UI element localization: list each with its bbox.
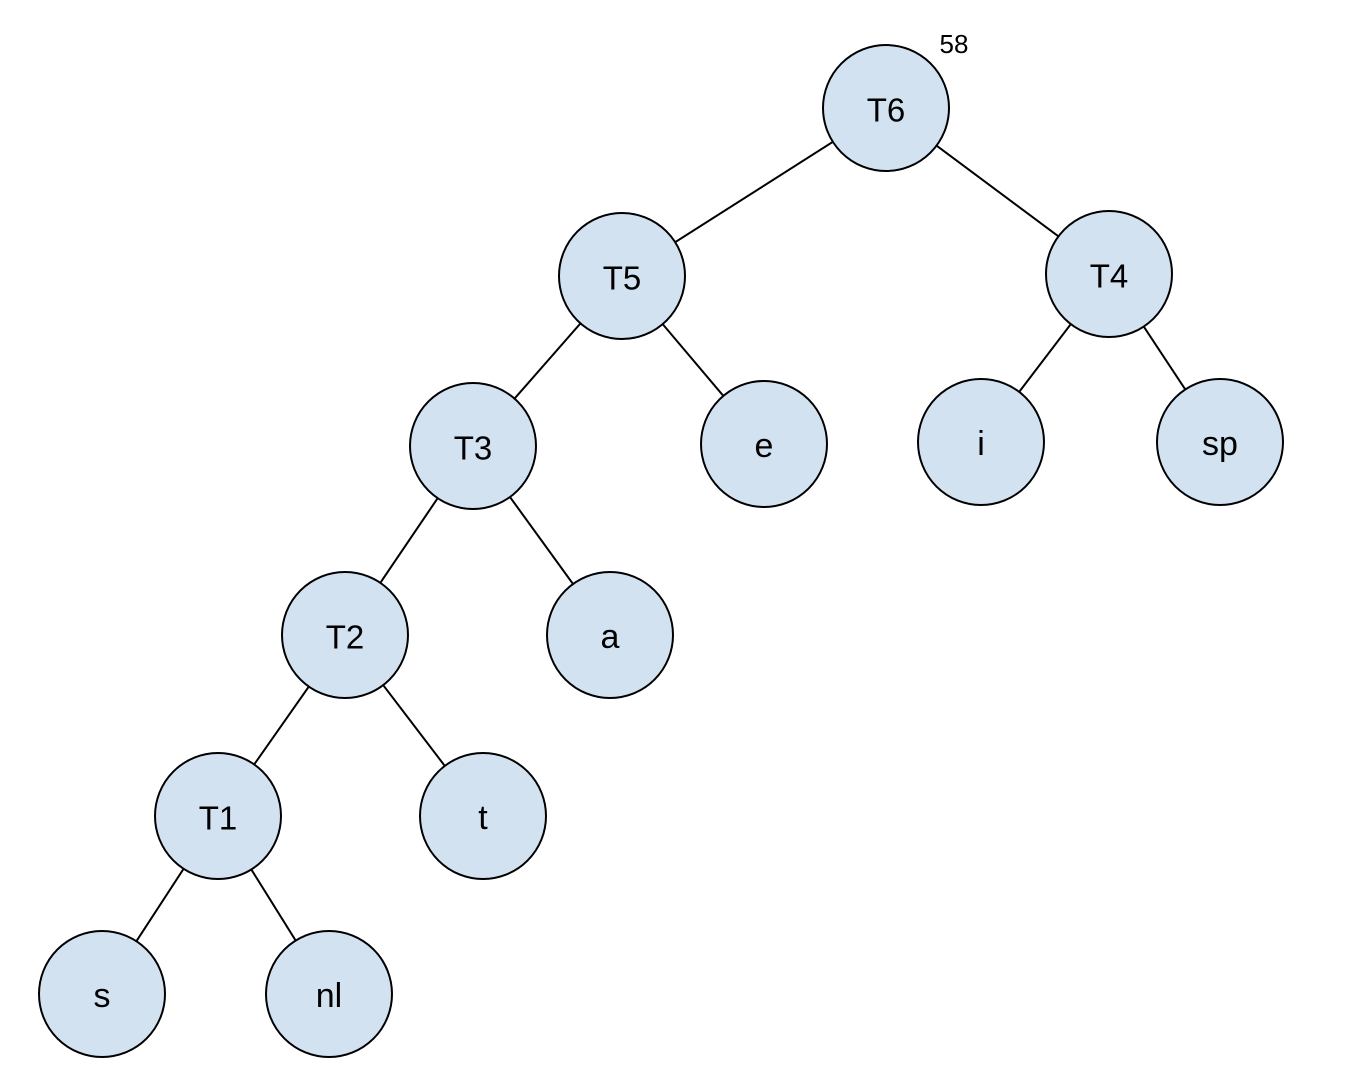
node-nl: nl [265,930,393,1058]
node-label-T5: T5 [603,260,642,297]
node-label-a: a [601,618,620,656]
node-T2: T2 [281,571,409,699]
node-i: i [917,378,1045,506]
node-label-T4: T4 [1090,258,1129,295]
node-label-nl: nl [316,977,342,1015]
node-t: t [419,752,547,880]
node-a: a [546,571,674,699]
node-circle-T4 [1045,210,1173,338]
node-sp: sp [1156,378,1284,506]
node-circle-i [917,378,1045,506]
node-T5: T5 [558,212,686,340]
node-T6: T6 [822,44,950,172]
node-circle-T5 [558,212,686,340]
node-label-e: e [755,427,774,465]
node-s: s [38,930,166,1058]
node-label-T3: T3 [454,430,493,467]
node-T3: T3 [409,382,537,510]
node-circle-T2 [281,571,409,699]
node-T4: T4 [1045,210,1173,338]
node-label-T6: T6 [867,92,906,129]
node-circle-a [546,571,674,699]
node-label-t: t [478,799,488,837]
node-label-T2: T2 [326,619,365,656]
node-circle-t [419,752,547,880]
node-label-s: s [94,977,111,1015]
node-label-sp: sp [1202,425,1238,463]
node-e: e [700,380,828,508]
node-circle-e [700,380,828,508]
node-circle-T3 [409,382,537,510]
node-circle-T1 [154,752,282,880]
node-circle-T6 [822,44,950,172]
node-T1: T1 [154,752,282,880]
node-label-i: i [977,425,985,463]
node-circle-s [38,930,166,1058]
root-weight-label: 58 [940,29,969,59]
node-circle-sp [1156,378,1284,506]
node-circle-nl [265,930,393,1058]
node-label-T1: T1 [199,800,238,837]
